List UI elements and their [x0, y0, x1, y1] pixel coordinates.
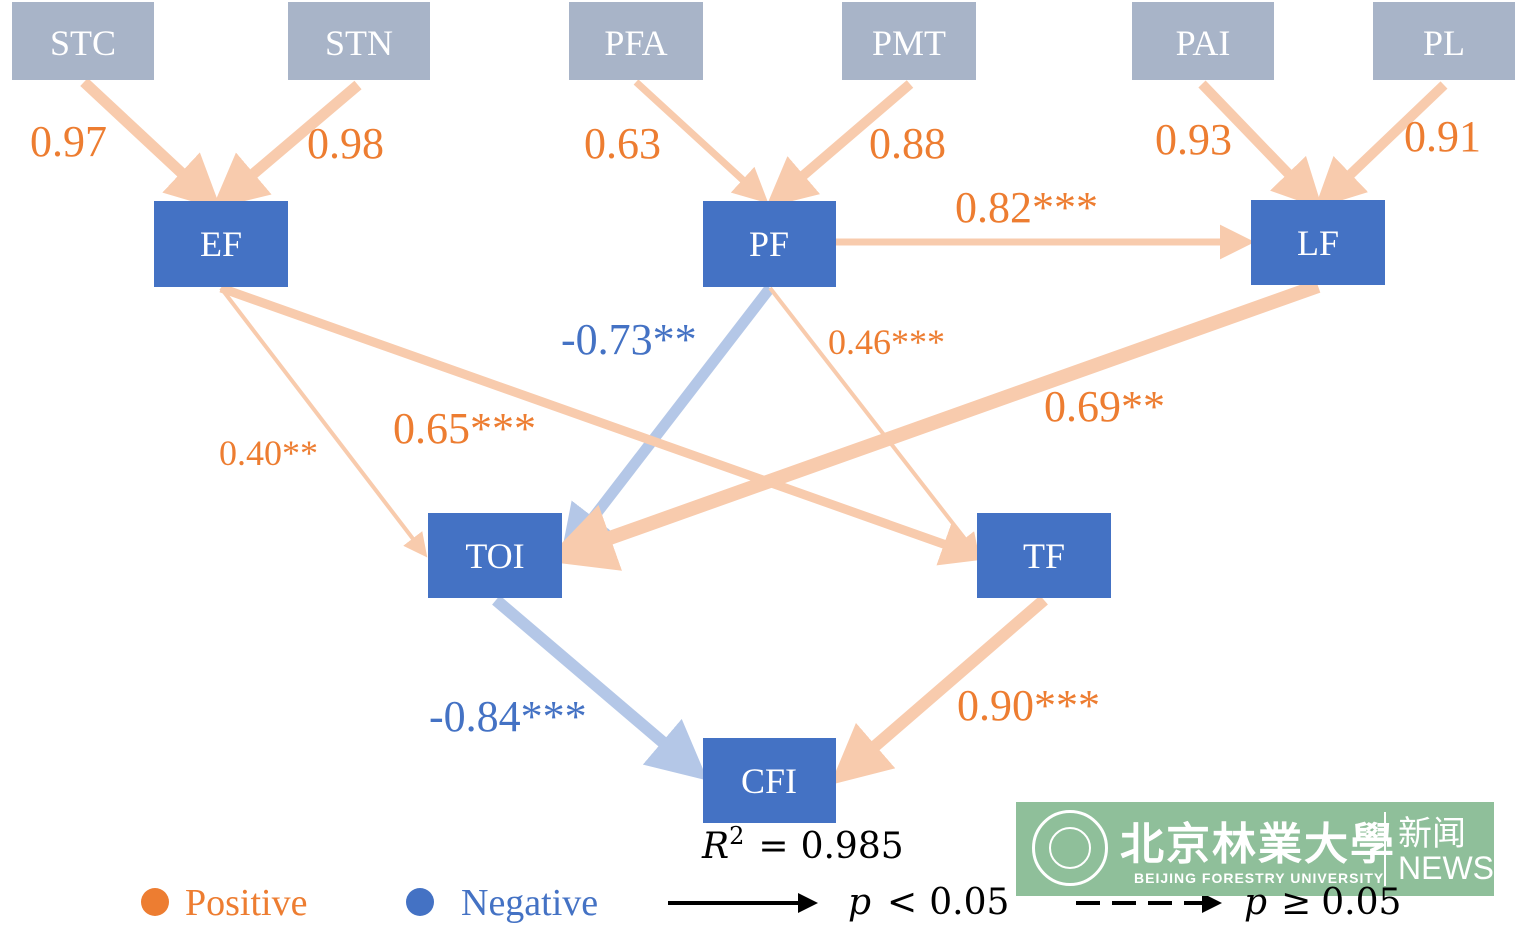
legend-dashed-value: 0.05 [1321, 882, 1401, 923]
node-stn-box [288, 2, 430, 80]
label-ef-toi: 0.40** [219, 433, 318, 473]
node-stc: STC [50, 23, 116, 63]
node-stc-box [12, 2, 154, 80]
node-pf-box [703, 201, 836, 287]
logo-en-section: NEWS [1398, 850, 1494, 886]
path-labels: 0.97 0.98 0.63 0.88 0.93 0.91 0.82*** -0… [30, 112, 1481, 741]
university-logo: 北京林業大學 BEIJING FORESTRY UNIVERSITY 新闻 NE… [1016, 802, 1494, 896]
node-tf: TF [1023, 536, 1065, 576]
legend-dashed-relation: ≥ [1281, 882, 1311, 923]
label-pf-toi: -0.73** [561, 315, 697, 364]
label-pl-lf: 0.91 [1404, 112, 1481, 161]
legend-solid-p: p [848, 882, 871, 923]
arrow-lf-toi [544, 279, 1321, 571]
university-seal-icon [1032, 810, 1108, 886]
svg-text:p≥0.05: p ≥0.05 [1244, 882, 1401, 923]
indicator-boxes: STC STN PFA PMT PAI PL [12, 2, 1515, 80]
node-lf-box [1251, 200, 1385, 285]
legend: Positive Negative p <0.05 [141, 882, 1222, 924]
node-ef-box [154, 201, 288, 287]
label-stn-ef: 0.98 [307, 119, 384, 168]
node-pl-box [1373, 2, 1515, 80]
node-pl: PL [1423, 23, 1465, 63]
logo-divider [1384, 812, 1386, 886]
node-pfa-box [569, 2, 703, 80]
label-ef-tf: 0.65*** [393, 404, 536, 453]
svg-text:R2=0.985: R2 = 0.985 [701, 822, 904, 867]
arrow-pf-toi [559, 284, 775, 561]
label-pmt-pf: 0.88 [869, 119, 946, 168]
label-pf-lf: 0.82*** [955, 183, 1098, 232]
arrow-pai-lf [1198, 80, 1323, 210]
node-pai-box [1132, 2, 1274, 80]
legend-dashed-p: p [1244, 882, 1267, 923]
node-ef: EF [200, 224, 242, 264]
legend-positive-dot [141, 888, 169, 916]
arrow-pf-tf [768, 286, 980, 558]
label-lf-toi: 0.69** [1044, 382, 1165, 431]
arrow-ef-toi [219, 286, 428, 558]
label-stc-ef: 0.97 [30, 117, 107, 166]
legend-negative-label: Negative [461, 882, 598, 924]
arrow-pfa-pf [633, 79, 769, 204]
r-squared-equals: = [758, 826, 788, 867]
arrow-pl-lf [1314, 81, 1448, 209]
r-squared-symbol: R [701, 826, 729, 867]
node-toi-box [428, 513, 562, 598]
label-pf-tf: 0.46*** [828, 322, 945, 362]
legend-solid-relation: < [887, 882, 917, 923]
arrow-toi-cfi [492, 595, 708, 781]
node-pai: PAI [1176, 23, 1231, 63]
latent-boxes: EF PF LF TOI TF CFI [154, 200, 1385, 823]
node-cfi-box [703, 738, 836, 823]
label-pfa-pf: 0.63 [584, 119, 661, 168]
node-pmt: PMT [872, 23, 946, 63]
legend-solid-value: 0.05 [929, 882, 1009, 923]
arrow-stc-ef [80, 77, 222, 211]
arrow-stn-ef [211, 80, 362, 210]
r-squared: R2 = 0.985 [701, 822, 904, 867]
node-tf-box [977, 513, 1111, 598]
node-toi: TOI [465, 536, 524, 576]
arrow-pmt-pf [765, 80, 914, 208]
logo-en-name: BEIJING FORESTRY UNIVERSITY [1134, 870, 1385, 886]
label-toi-cfi: -0.84*** [429, 692, 587, 741]
arrow-ef-tf [219, 283, 987, 566]
node-pfa: PFA [604, 23, 667, 63]
node-cfi: CFI [741, 761, 797, 801]
legend-negative-dot [406, 888, 434, 916]
label-tf-cfi: 0.90*** [957, 681, 1100, 730]
node-pmt-box [842, 2, 976, 80]
node-pf: PF [749, 224, 789, 264]
arrows [80, 77, 1448, 785]
r-squared-value: 0.985 [801, 826, 904, 867]
logo-cn-section: 新闻 [1398, 814, 1466, 854]
logo-cn-name: 北京林業大學 [1120, 819, 1396, 870]
arrow-tf-cfi [830, 595, 1048, 785]
svg-text:p<0.05: p <0.05 [848, 882, 1009, 923]
node-stn: STN [325, 23, 393, 63]
node-lf: LF [1297, 223, 1339, 263]
r-squared-exponent: 2 [729, 822, 744, 850]
label-pai-lf: 0.93 [1155, 115, 1232, 164]
legend-positive-label: Positive [185, 882, 307, 924]
